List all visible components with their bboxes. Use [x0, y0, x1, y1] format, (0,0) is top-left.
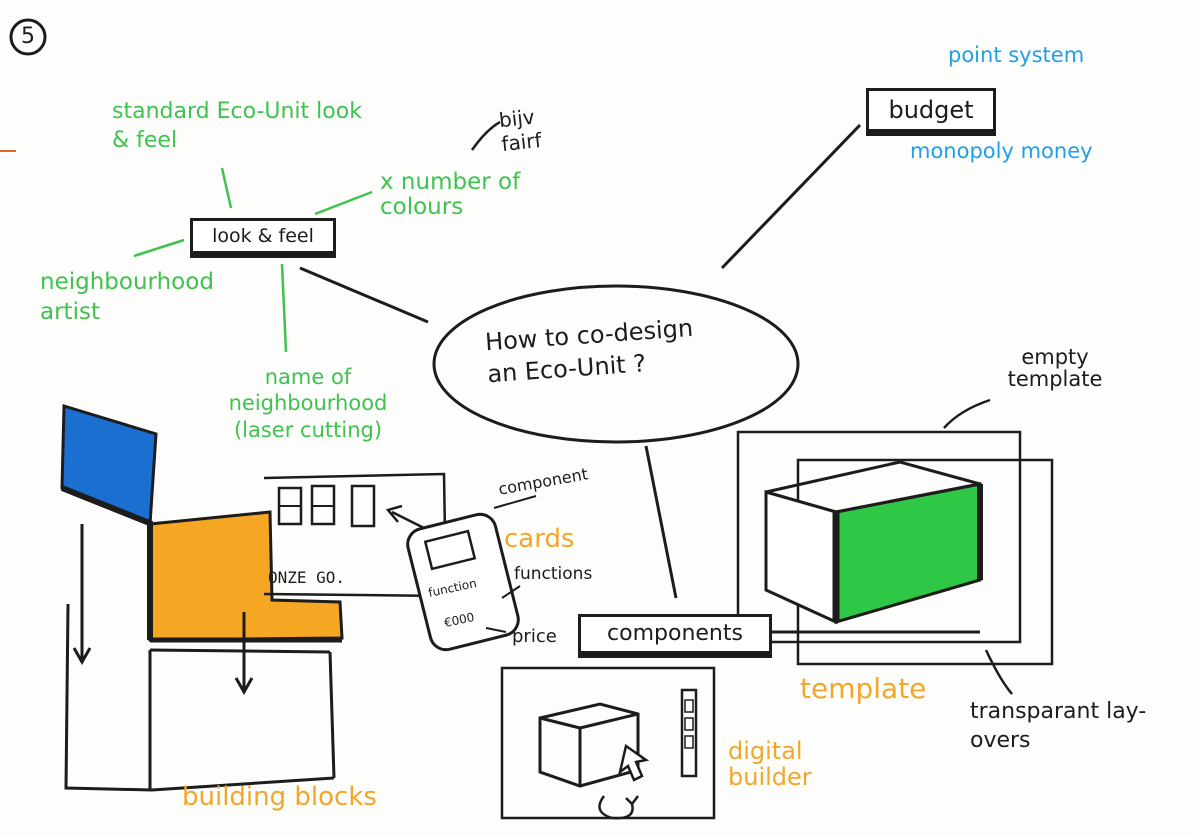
branch-neighbourhood-name: name of neighbourhood (laser cutting) [228, 365, 388, 442]
digital-builder-label: digital builder [728, 737, 812, 792]
page-number-circle [9, 18, 47, 56]
card-functions-label: functions [514, 564, 593, 584]
component-card [406, 512, 520, 652]
budget-monopoly-money: monopoly money [910, 139, 1093, 163]
bijv-connector [470, 120, 501, 151]
page-number: 5 [21, 24, 35, 49]
budget-point-system: point system [948, 43, 1085, 67]
rotate-icon [598, 795, 634, 820]
budget-node: budget [866, 88, 996, 136]
branch-artist-line [133, 238, 185, 258]
sign-text: ONZE GO. [268, 568, 346, 587]
branch-colour-count: x number of colours [380, 169, 521, 221]
branch-standard-look: standard Eco-Unit look & feel [112, 99, 362, 153]
connector-budget [720, 123, 862, 270]
building-blocks-label: building blocks [182, 782, 377, 812]
cursor-icon [618, 743, 650, 782]
center-ellipse [432, 284, 800, 444]
cards-label: cards [504, 524, 575, 554]
empty-template-label: empty template [1007, 345, 1103, 392]
branch-colours-line [314, 190, 373, 216]
template-green-face [834, 482, 982, 624]
look-feel-node: look & feel [190, 218, 336, 258]
components-node: components [578, 614, 772, 658]
overlay-pointer [984, 649, 1013, 695]
digital-builder-screen [500, 666, 716, 820]
branch-neighbourhood-artist: neighbourhood artist [40, 269, 214, 325]
empty-template-pointer [943, 398, 991, 429]
template-outer-frame [736, 430, 1022, 644]
connector-look-feel [299, 266, 429, 324]
template-label: template [800, 672, 927, 705]
branch-standard-line [220, 167, 233, 209]
connector-components [644, 445, 678, 599]
branch-example-note: bijv fairf [497, 104, 543, 157]
branch-name-line [280, 263, 288, 353]
card-price-label: price [512, 626, 557, 647]
transparent-overlays-label: transparant lay-overs [970, 699, 1147, 753]
